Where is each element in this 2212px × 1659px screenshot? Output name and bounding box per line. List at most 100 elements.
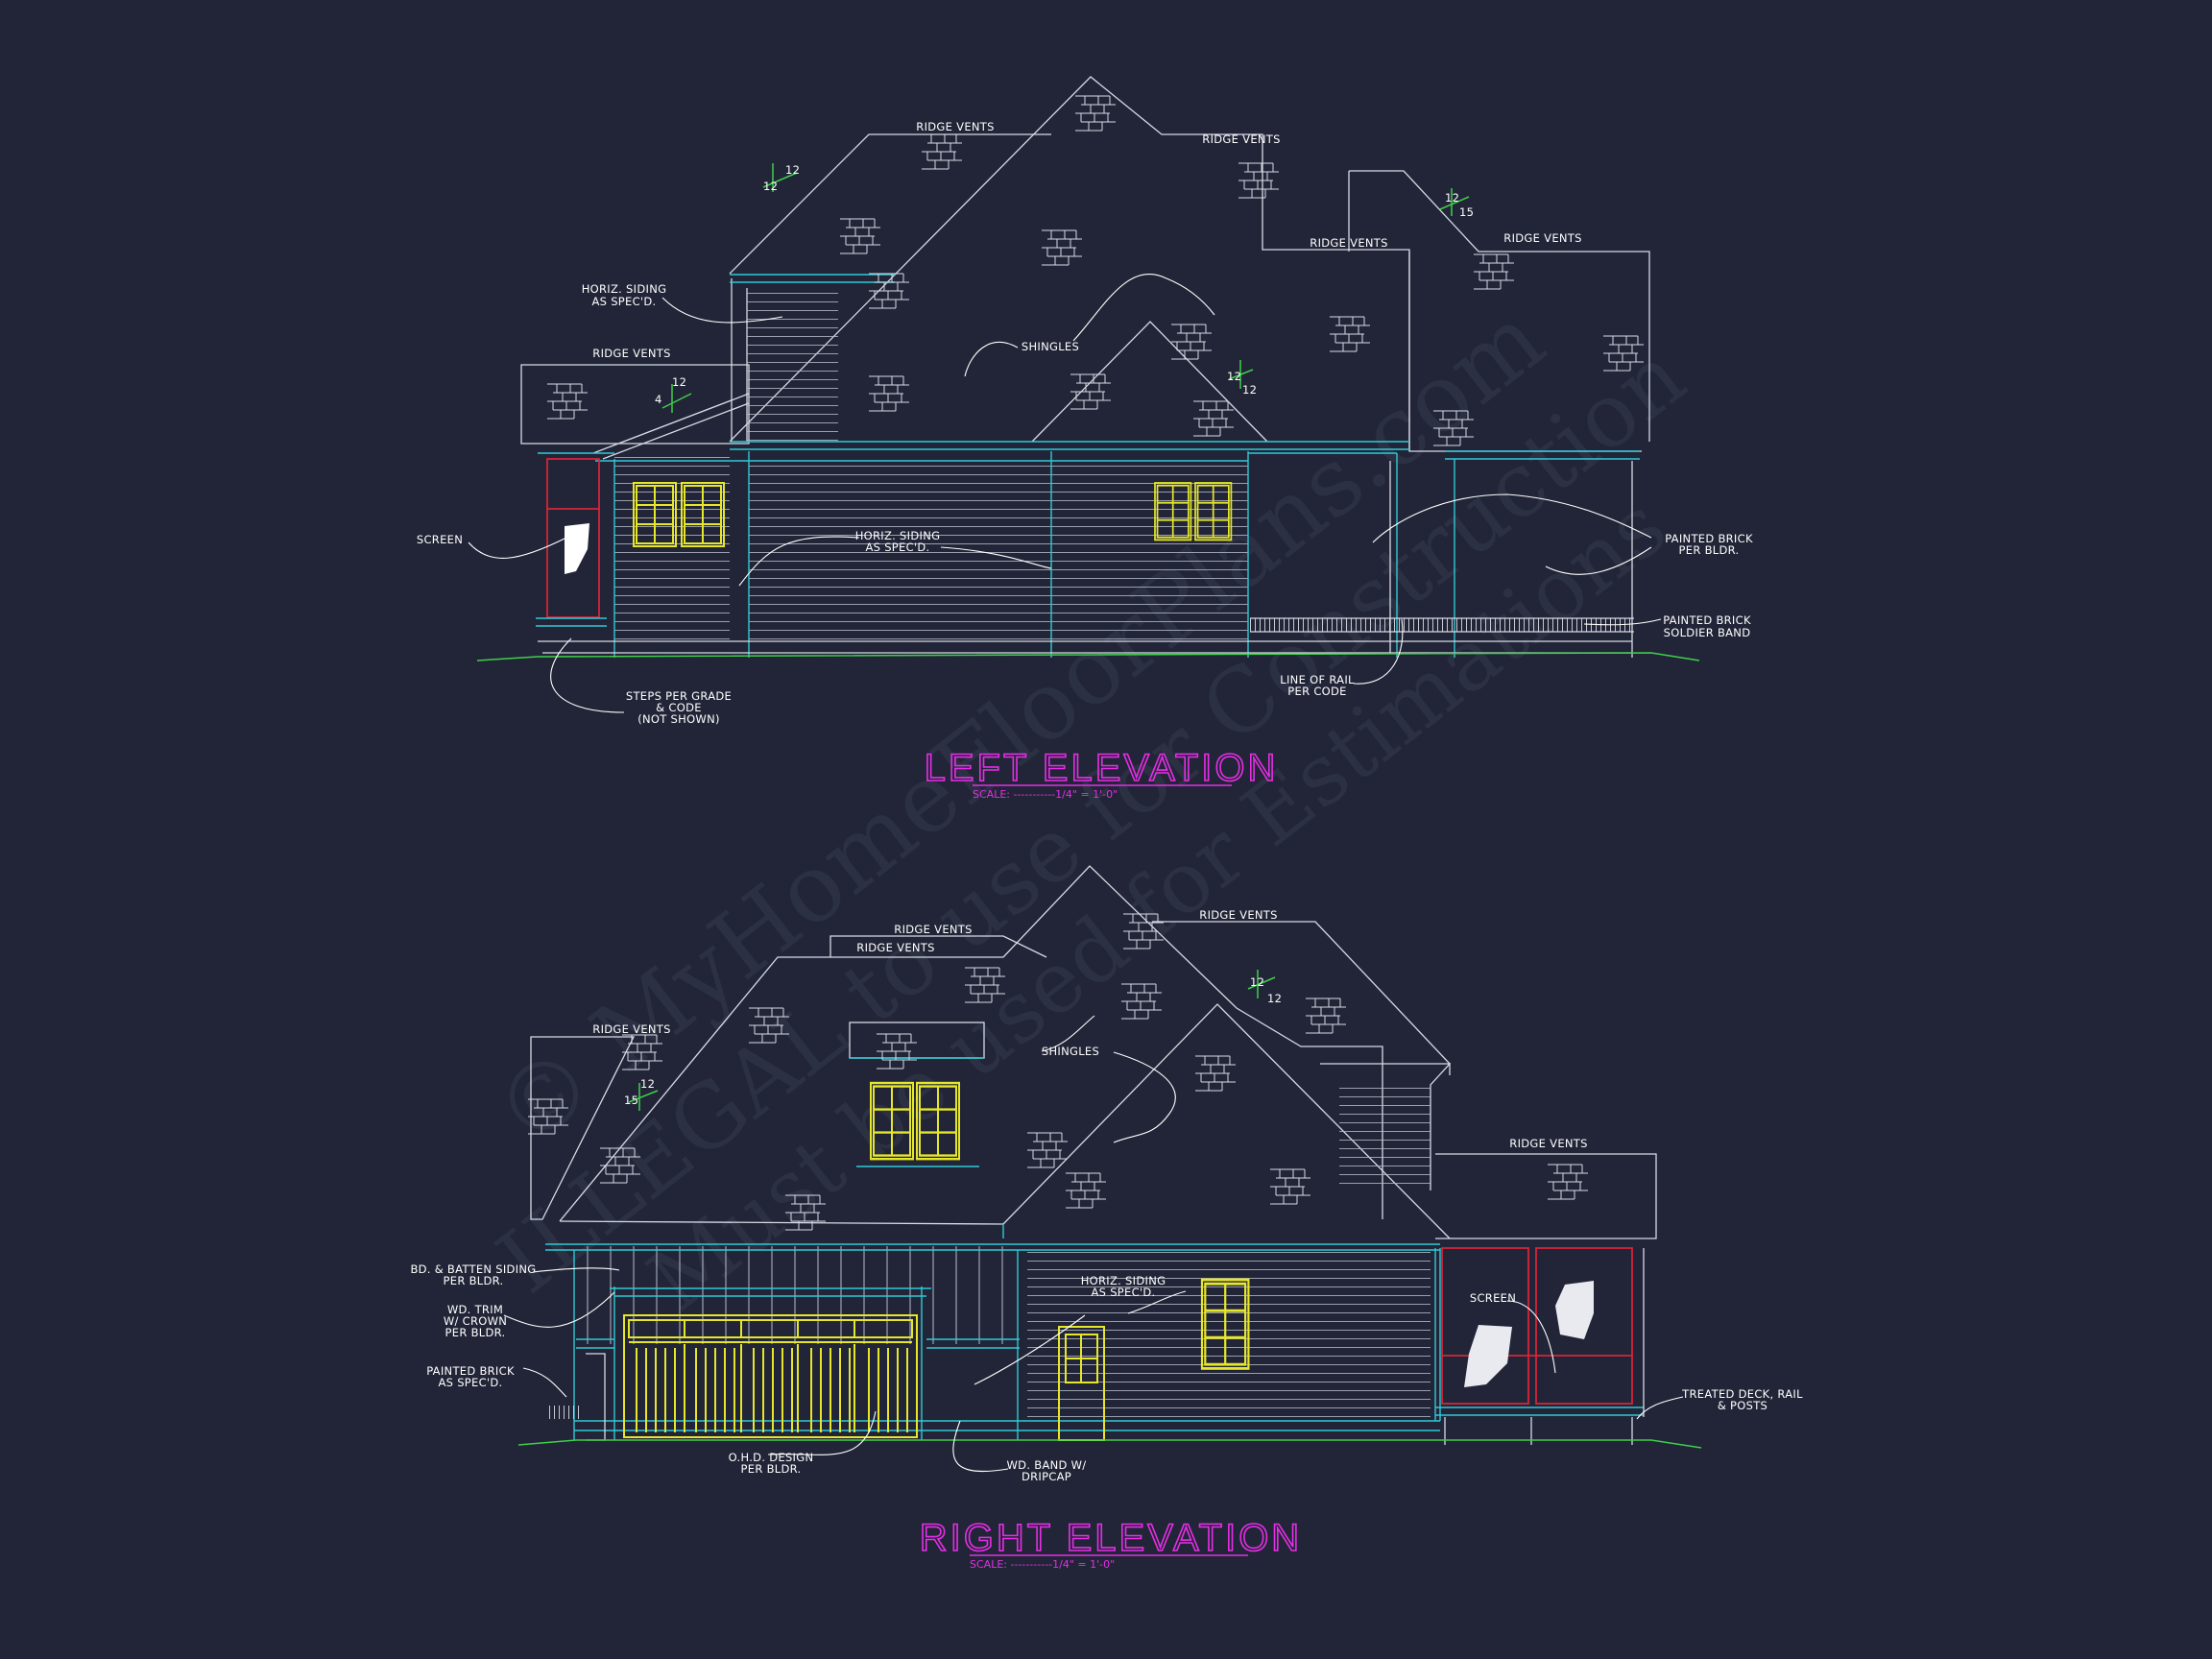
- label-horiz-siding: HORIZ. SIDING: [1081, 1274, 1166, 1287]
- label-soldier-band: SOLDIER BAND: [1664, 626, 1751, 639]
- screen-frame-left: [546, 458, 600, 618]
- leader-siding-mid-1: [738, 536, 860, 587]
- pitch-run: 12: [1242, 383, 1257, 397]
- label-ridge-vents: RIDGE VENTS: [592, 347, 670, 360]
- leader-deck: [1636, 1396, 1684, 1420]
- garage-roof-line: [559, 1220, 1004, 1225]
- siding-gable-wing: [1051, 459, 1248, 641]
- label-ridge-vents: RIDGE VENTS: [1509, 1137, 1587, 1150]
- label-per-bldr: PER BLDR.: [1679, 543, 1740, 557]
- garage-door: [623, 1314, 918, 1438]
- pitch-run: 15: [1459, 205, 1474, 219]
- rail-caps: [1250, 617, 1634, 633]
- left-hip-roof: [530, 1036, 636, 1220]
- label-ohd-design: O.H.D. DESIGN: [729, 1451, 814, 1464]
- pitch-run: 12: [1267, 992, 1282, 1005]
- pitch-symbol-d: [1228, 360, 1254, 389]
- label-steps: STEPS PER GRADE: [626, 689, 732, 703]
- label-ridge-vents: RIDGE VENTS: [894, 923, 972, 936]
- label-screen: SCREEN: [417, 533, 463, 546]
- screen-glare-right-1: [1464, 1325, 1512, 1387]
- label-shingles: SHINGLES: [1042, 1045, 1099, 1058]
- grade-line-right: [517, 1439, 1702, 1449]
- siding-right-tower: [1339, 1087, 1431, 1190]
- leader-bd-batten: [532, 1267, 620, 1273]
- label-ridge-vents: RIDGE VENTS: [1310, 236, 1387, 250]
- left-gable-roof: [729, 133, 1051, 275]
- leader-siding-mid-2: [940, 546, 1052, 569]
- label-bd-batten: BD. & BATTEN SIDING: [410, 1262, 536, 1276]
- tower-wall: [731, 278, 748, 442]
- leader-horiz-siding-top: [661, 297, 783, 324]
- crown-trim: [576, 1287, 1020, 1349]
- label-wd-trim: WD. TRIM: [447, 1303, 503, 1316]
- right-elevation-labels: RIDGE VENTS RIDGE VENTS RIDGE VENTS RIDG…: [410, 908, 1803, 1571]
- pitch-rise: 12: [640, 1077, 655, 1091]
- screen-frame-right-2: [1535, 1247, 1633, 1405]
- deck-rail: [1435, 1407, 1644, 1416]
- label-painted-brick: PAINTED BRICK: [426, 1364, 515, 1378]
- right-roof-section: [1348, 170, 1650, 442]
- left-elevation-scale: SCALE: -----------1/4" = 1'-0": [973, 788, 1118, 801]
- wd-band: [574, 1420, 1440, 1431]
- leader-screen: [468, 537, 567, 559]
- label-ridge-vents: RIDGE VENTS: [856, 941, 934, 954]
- leader-soldier-band: [1583, 618, 1662, 626]
- left-elevation-drawing: [468, 76, 1700, 713]
- label-per-bldr: PER BLDR.: [444, 1274, 504, 1287]
- pitch-run: 4: [655, 393, 662, 406]
- pitch-rise: 12: [785, 163, 800, 177]
- leader-ohd: [767, 1410, 877, 1455]
- leader-wd-band: [952, 1420, 1009, 1473]
- deck-posts: [1444, 1248, 1645, 1445]
- pitch-symbol-f: [1247, 970, 1276, 998]
- right-elevation-drawing: [503, 865, 1702, 1473]
- pitch-rise: 12: [672, 375, 686, 389]
- hip-roof-right-top: [1152, 921, 1451, 1075]
- leader-rail: [1353, 618, 1404, 685]
- left-elevation-title: LEFT ELEVATION: [925, 747, 1279, 789]
- pitch-rise: 12: [1227, 370, 1241, 383]
- label-ridge-vents: RIDGE VENTS: [1202, 132, 1280, 146]
- garage-door-panels: [636, 1348, 908, 1432]
- pitch-run: 12: [763, 180, 778, 193]
- label-code: & CODE: [656, 701, 702, 714]
- pitch-run: 15: [624, 1094, 638, 1107]
- screen-glare: [565, 523, 589, 574]
- porch-roof-slope: [592, 393, 750, 460]
- screen-frame-right-1: [1441, 1247, 1529, 1405]
- label-line-of-rail: LINE OF RAIL: [1280, 673, 1355, 686]
- label-ridge-vents: RIDGE VENTS: [592, 1022, 670, 1036]
- label-ridge-vents: RIDGE VENTS: [1199, 908, 1277, 922]
- label-as-specd: AS SPEC'D.: [865, 541, 929, 554]
- label-treated-deck: TREATED DECK, RAIL: [1681, 1387, 1803, 1401]
- leader-shingles-r1: [1041, 1015, 1095, 1052]
- pitch-symbol-c: [1439, 188, 1470, 216]
- side-door-glass: [1065, 1334, 1098, 1383]
- upper-roof-right: [830, 935, 1047, 958]
- label-per-bldr: PER BLDR.: [741, 1462, 802, 1476]
- leader-wd-trim: [503, 1291, 615, 1328]
- label-horiz-siding: HORIZ. SIDING: [855, 529, 941, 542]
- label-dripcap: DRIPCAP: [1022, 1470, 1071, 1483]
- pitch-rise: 12: [1445, 191, 1459, 204]
- siding-tower: [747, 288, 838, 442]
- label-ridge-vents: RIDGE VENTS: [916, 120, 994, 133]
- label-posts: & POSTS: [1718, 1399, 1767, 1412]
- pitch-symbol-e: [628, 1083, 659, 1111]
- fascia-trim: [538, 441, 1640, 462]
- porch-roof-right: [1435, 1153, 1657, 1239]
- screen-glare-right-2: [1555, 1281, 1594, 1339]
- main-roof-right: [559, 865, 1383, 1222]
- label-per-code: PER CODE: [1287, 685, 1346, 698]
- screen-base: [536, 617, 607, 627]
- label-as-specd: AS SPEC'D.: [438, 1376, 502, 1389]
- siding-main: [749, 459, 1051, 641]
- grade-line: [476, 652, 1700, 661]
- right-elevation-title: RIGHT ELEVATION: [920, 1517, 1302, 1559]
- label-not-shown: (NOT SHOWN): [637, 712, 720, 726]
- wall-verticals: [573, 1248, 1441, 1440]
- label-wd-band: WD. BAND W/: [1007, 1458, 1087, 1472]
- leader-steps: [550, 637, 625, 713]
- fascia-trim-right: [545, 1224, 1440, 1251]
